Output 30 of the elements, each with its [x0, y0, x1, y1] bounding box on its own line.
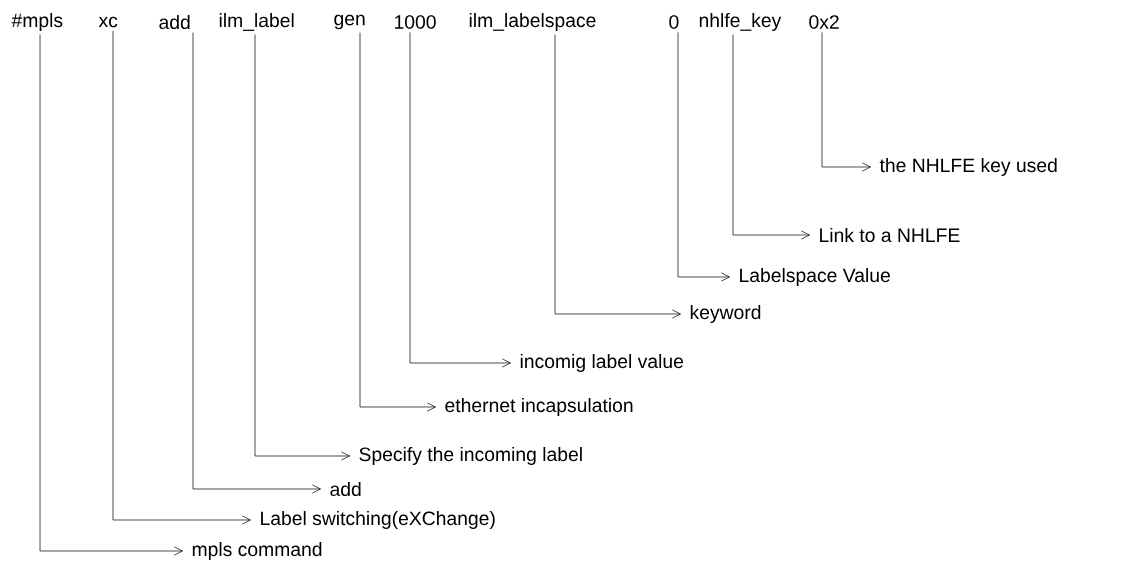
leader-line: [677, 32, 730, 282]
command-token: 0: [669, 15, 679, 29]
command-token: add: [159, 14, 190, 30]
leader-line: [359, 32, 436, 412]
command-token: 1000: [395, 15, 436, 29]
leader-line: [409, 32, 511, 368]
leader-line: [192, 32, 321, 494]
leader-line: [254, 34, 350, 461]
annotation-label: the NHLFE key used: [879, 158, 1057, 176]
annotation-label: add: [330, 481, 361, 497]
command-token: ilm_labelspace: [469, 13, 596, 31]
annotation-label: keyword: [690, 305, 761, 323]
command-token: xc: [98, 16, 118, 28]
leader-line: [821, 32, 871, 172]
annotation-label: Link to a NHLFE: [820, 227, 960, 243]
command-token: #mpls: [11, 13, 63, 31]
annotation-label: mpls command: [192, 542, 322, 560]
annotation-label: Labelspace Value: [740, 268, 890, 286]
annotation-label: incomig label value: [520, 354, 683, 372]
annotation-label: Label switching(eXChange): [261, 511, 495, 529]
annotation-label: Specify the incoming label: [359, 447, 582, 465]
command-token: nhlfe_key: [699, 13, 782, 31]
annotation-label: ethernet incapsulation: [445, 398, 633, 416]
command-token: gen: [334, 14, 365, 30]
leader-line: [554, 34, 681, 319]
command-token: ilm_label: [219, 13, 294, 31]
leader-line: [112, 30, 251, 525]
leader-line: [39, 34, 183, 556]
leader-line: [732, 34, 810, 240]
command-token: 0x2: [809, 15, 839, 29]
